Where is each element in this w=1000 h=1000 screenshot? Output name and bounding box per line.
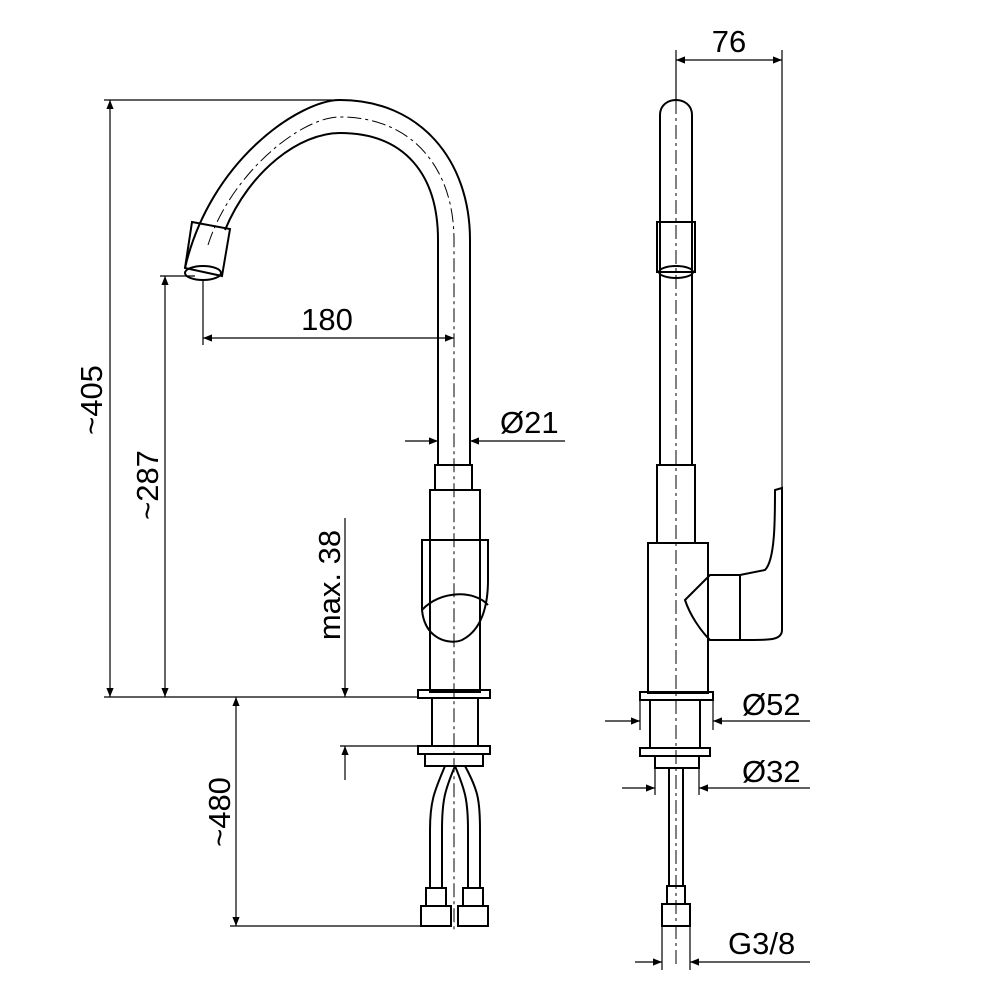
side-mounting-washer [639,747,711,757]
spout-center-line [207,116,455,930]
label-overall-height: ~405 [74,365,109,435]
mounting-shank [431,697,479,747]
hose-fitting-right [462,887,484,907]
hose-nut-left [420,905,452,927]
side-mounting-shank [649,699,701,749]
hose-fitting-left [425,887,447,907]
hose-nut-right [457,905,489,927]
side-aerator-band [656,221,696,273]
side-view [639,99,783,927]
side-lever-handle [683,486,783,641]
faucet-body [429,489,481,693]
label-base-diameter: Ø52 [742,687,801,722]
label-max-deck-thickness: max. 38 [312,530,347,640]
label-hose-length: ~480 [202,777,237,847]
label-spout-reach: 180 [301,302,353,337]
hose-left [429,765,456,888]
side-mounting-nut [654,755,700,769]
label-side-width: 76 [712,24,746,59]
label-connection-thread: G3/8 [728,926,795,961]
aerator-outlet [184,265,222,281]
aerator [183,220,232,278]
spout-inner-edge [224,131,439,465]
lever-handle [421,539,489,643]
lever-cap [421,593,489,611]
side-faucet-body [647,542,709,694]
side-dimensions [605,50,810,970]
label-spout-diameter: Ø21 [500,405,559,440]
front-view [183,98,491,930]
label-spout-height: ~287 [130,450,165,520]
spout-outer-edge [184,98,471,465]
front-dimensions [104,99,565,927]
hose-right [454,765,481,888]
label-mount-hole-diameter: Ø32 [742,754,801,789]
